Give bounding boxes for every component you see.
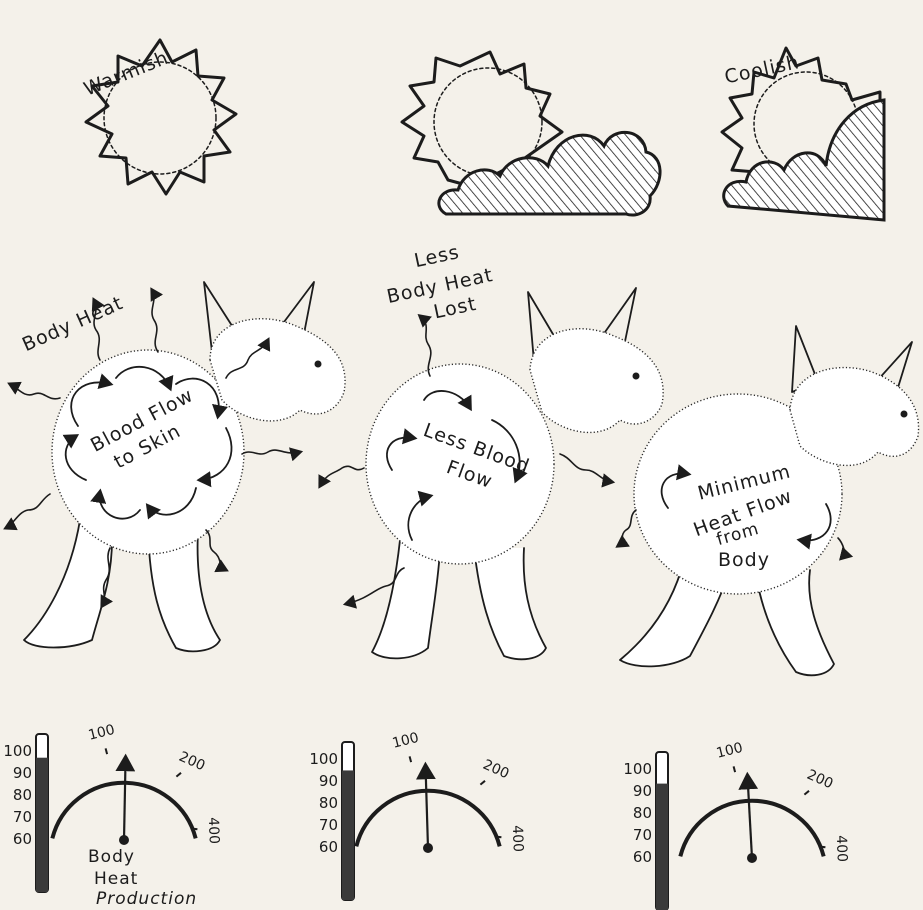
warmish-label: Warmish bbox=[81, 47, 172, 101]
thermometer-tick-label: 80 bbox=[13, 786, 32, 804]
thermometer-tick-label: 70 bbox=[319, 816, 338, 834]
gauge-tick-label: 400 bbox=[205, 817, 222, 844]
thermometer-tick-label: 70 bbox=[13, 808, 32, 826]
meter-group: 100 90 80 70 60 100 200 400 bbox=[309, 730, 525, 900]
thermometer-tick-label: 90 bbox=[319, 772, 338, 790]
thermometer-tick-label: 70 bbox=[633, 826, 652, 844]
weather-partly-cloudy bbox=[402, 52, 660, 215]
gauge-tick bbox=[106, 748, 107, 754]
gauge-tick-label: 100 bbox=[391, 730, 421, 752]
gauge-tick bbox=[734, 766, 735, 772]
gauge-caption: Body bbox=[88, 847, 135, 867]
thermometer-tick-label: 80 bbox=[319, 794, 338, 812]
gauge-tick bbox=[480, 781, 485, 785]
gauge-tick bbox=[495, 837, 501, 838]
gauge-needle bbox=[124, 758, 126, 840]
animal-warm: Body Heat Blood Flow to Skin bbox=[6, 282, 345, 651]
animal-head bbox=[528, 288, 663, 432]
thermometer: 100 90 80 70 60 bbox=[623, 752, 668, 910]
gauge-tick bbox=[191, 829, 197, 830]
gauge-tick-label: 200 bbox=[804, 767, 835, 792]
heat-gauge: 100 200 400 bbox=[356, 730, 525, 853]
thermometer-tick-label: 80 bbox=[633, 804, 652, 822]
weather-cool: Coolish bbox=[722, 48, 884, 220]
thermometer: 100 90 80 70 60 bbox=[3, 734, 48, 892]
gauge-needle bbox=[747, 776, 752, 858]
coolish-label: Coolish bbox=[723, 51, 802, 88]
less-heat-label: Less bbox=[412, 241, 461, 272]
gauge-pivot bbox=[119, 835, 129, 845]
thermometer-tick-label: 60 bbox=[633, 848, 652, 866]
gauge-tick-label: 400 bbox=[833, 835, 850, 862]
gauge-caption: Heat bbox=[94, 869, 138, 889]
heat-gauge: 100 200 400BodyHeatProduction bbox=[52, 722, 221, 909]
gauge-tick-label: 200 bbox=[176, 749, 207, 774]
meters-row: 10090807060100200400BodyHeatProduction10… bbox=[3, 722, 849, 910]
thermometer-tick-label: 60 bbox=[13, 830, 32, 848]
thermometer-level bbox=[36, 758, 48, 892]
meter-group: 100 90 80 70 60 100 200 400BodyHeatProduction bbox=[3, 722, 221, 909]
minimum-heat-label: Body bbox=[718, 549, 770, 571]
thermometer-level bbox=[656, 784, 668, 910]
heat-gauge: 100 200 400 bbox=[680, 740, 849, 863]
gauge-tick bbox=[176, 773, 181, 777]
gauge-needle bbox=[426, 766, 428, 848]
gauge-tick-label: 100 bbox=[87, 722, 117, 744]
meter-group: 100 90 80 70 60 100 200 400 bbox=[623, 740, 849, 910]
gauge-tick-label: 100 bbox=[715, 740, 745, 762]
body-heat-label: Body Heat bbox=[19, 292, 127, 356]
animal-head bbox=[204, 282, 345, 421]
gauge-tick bbox=[804, 791, 809, 795]
gauge-pivot bbox=[423, 843, 433, 853]
animal-cool: Minimum Heat Flow from Body bbox=[618, 326, 919, 675]
gauge-caption: Production bbox=[96, 889, 197, 909]
gauge-pivot bbox=[747, 853, 757, 863]
cloud-icon bbox=[724, 100, 884, 220]
thermometer-level bbox=[342, 770, 354, 900]
weather-warm: Warmish bbox=[81, 40, 236, 194]
thermometer-tick-label: 100 bbox=[309, 750, 338, 768]
gauge-tick bbox=[410, 756, 411, 762]
thermometer-tick-label: 100 bbox=[3, 742, 32, 760]
animal-partly-cloudy: Less Body Heat Lost Less Blood Flow bbox=[320, 241, 663, 659]
animal-head bbox=[790, 326, 919, 465]
gauge-tick-label: 400 bbox=[509, 825, 526, 852]
cloud-icon bbox=[439, 132, 660, 215]
thermometer-tick-label: 90 bbox=[13, 764, 32, 782]
gauge-tick-label: 200 bbox=[480, 757, 511, 782]
thermometer-tick-label: 60 bbox=[319, 838, 338, 856]
gauge-tick bbox=[819, 847, 825, 848]
thermometer: 100 90 80 70 60 bbox=[309, 742, 354, 900]
thermometer-tick-label: 90 bbox=[633, 782, 652, 800]
thermometer-tick-label: 100 bbox=[623, 760, 652, 778]
